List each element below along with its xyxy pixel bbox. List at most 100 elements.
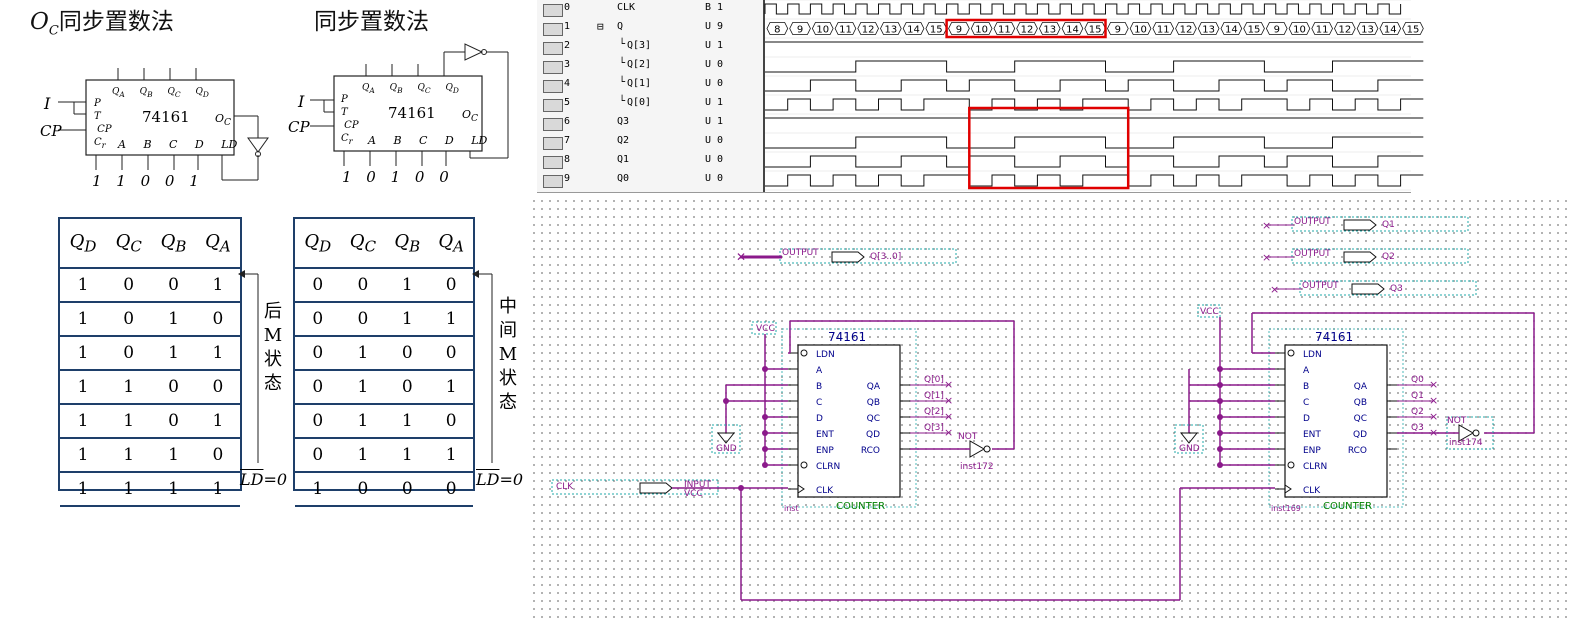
- output-pin-name: Q2: [1382, 252, 1395, 262]
- signal-type-icon: [543, 80, 563, 93]
- chip1-name: 74161: [142, 108, 190, 126]
- output-label: OUTPUT: [782, 248, 819, 258]
- signal-name: Q[2]: [627, 59, 652, 70]
- q2-wave: [765, 136, 1424, 149]
- signal-index: 4: [564, 78, 571, 89]
- bus-segment: [1107, 22, 1129, 35]
- unconnected-icon: ×: [944, 394, 953, 407]
- signal-value: B 1: [705, 2, 724, 13]
- table-cell: 1: [60, 370, 107, 405]
- side-label-char: M: [498, 344, 518, 365]
- not-gate-label: NOT: [958, 432, 978, 442]
- signal-type-icon: [543, 4, 563, 17]
- table-cell: 0: [385, 472, 430, 507]
- tree-branch-icon: └: [619, 58, 626, 69]
- q-output-label: Q[0]: [924, 375, 944, 385]
- pin-label: CLK: [816, 486, 834, 496]
- table-cell: 0: [151, 404, 196, 439]
- bus-value: 14: [1066, 25, 1079, 36]
- signal-name: Q[0]: [627, 97, 652, 108]
- chip1-oc-pin: OC: [215, 112, 232, 129]
- bus-value: 11: [839, 25, 852, 36]
- bus-value: 12: [862, 25, 875, 36]
- side-label-char: 态: [264, 373, 282, 394]
- pin-label: ENP: [1303, 446, 1321, 456]
- bus-value: 9: [956, 25, 962, 36]
- chip2-oc-pin: OC: [462, 108, 479, 125]
- bus-value: 11: [998, 25, 1011, 36]
- table-cell: 0: [385, 370, 430, 405]
- table-cell: 1: [151, 302, 196, 337]
- signal-value: U 1: [705, 116, 724, 127]
- clk-input-name: CLK: [556, 482, 574, 492]
- table-cell: 0: [106, 268, 152, 303]
- bus-segment: [1243, 22, 1265, 35]
- pin-label: QC: [1354, 414, 1367, 424]
- bus-segment: [789, 22, 811, 35]
- output-label: OUTPUT: [1302, 281, 1339, 291]
- schematic-canvas[interactable]: 74161LDNABCDENTENPCLRNCLKQAQBQCQDRCOCOUN…: [530, 197, 1571, 621]
- header-qd: QD: [60, 219, 107, 269]
- chip1-input-cp: CP: [40, 122, 62, 140]
- bus-segment: [811, 22, 834, 35]
- bus-segment: [1175, 22, 1197, 35]
- q0-bus-bit-wave: [765, 98, 1424, 111]
- chip2-bottom-pins: A B C D LD: [368, 134, 488, 147]
- side-label-char: 间: [499, 320, 517, 341]
- pin-label: QB: [1354, 398, 1367, 408]
- not-gate-inst: inst172: [960, 462, 994, 472]
- table-cell: 0: [295, 302, 341, 337]
- table-cell: 0: [429, 336, 473, 371]
- table-cell: 1: [429, 302, 473, 337]
- pin-label: C: [816, 398, 822, 408]
- table-cell: 1: [60, 268, 107, 303]
- side-label-char: 后: [264, 301, 282, 322]
- bus-value: 11: [1316, 25, 1329, 36]
- pin-label: LDN: [1303, 350, 1322, 360]
- bus-value: 9: [1115, 25, 1121, 36]
- table-cell: 1: [385, 302, 430, 337]
- signal-value: U 1: [705, 97, 724, 108]
- chip1-input-i: I: [44, 94, 51, 113]
- pin-label: QA: [1354, 382, 1368, 392]
- pin-label: QD: [866, 430, 880, 440]
- table1-ld-note: LD=0: [240, 470, 288, 489]
- expand-toggle-icon[interactable]: ⊟: [597, 20, 604, 33]
- pin-label: QA: [867, 382, 881, 392]
- bus-segment: [1038, 22, 1061, 35]
- table-cell: 0: [295, 336, 341, 371]
- signal-type-icon: [543, 23, 563, 36]
- table-cell: 0: [295, 404, 341, 439]
- counter-chip-left[interactable]: 74161LDNABCDENTENPCLRNCLKQAQBQCQDRCOCOUN…: [781, 328, 917, 513]
- side-label-char: M: [263, 325, 283, 346]
- bus-segment: [1061, 22, 1084, 35]
- counter-chip-right[interactable]: 74161LDNABCDENTENPCLRNCLKQAQBQCQDRCOCOUN…: [1268, 328, 1404, 513]
- table-cell: 0: [151, 370, 196, 405]
- table-cell: 1: [385, 404, 430, 439]
- output-pin-name: Q[3..0]: [870, 252, 901, 262]
- table-cell: 0: [106, 302, 152, 337]
- pin-label: B: [816, 382, 822, 392]
- chip1-bottom-pins: A B C D LD: [118, 138, 238, 151]
- bus-value: 10: [816, 25, 829, 36]
- bus-value: 12: [1021, 25, 1034, 36]
- bus-value: 11: [1157, 25, 1170, 36]
